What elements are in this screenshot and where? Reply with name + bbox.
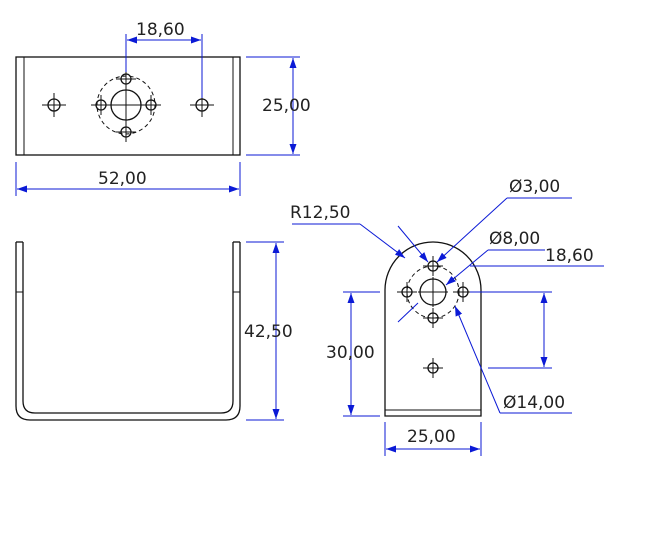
dim-top-height: 25,00: [246, 56, 311, 156]
dim-side-hole-large-label: Ø14,00: [503, 393, 565, 413]
dim-side-hole-small-label: Ø3,00: [509, 177, 560, 197]
side-view-small-holes: [397, 256, 473, 378]
dim-side-hole-large: Ø14,00: [454, 305, 572, 414]
dim-top-width-label: 52,00: [98, 169, 147, 189]
dim-top-width: 52,00: [15, 162, 241, 196]
dim-top-hole-spacing: 18,60: [125, 20, 203, 98]
dim-side-hole-height: 30,00: [326, 291, 380, 417]
dim-side-radius-label: R12,50: [290, 203, 350, 223]
dim-side-hole-mid: Ø8,00: [397, 229, 545, 323]
dim-side-hole-height-label: 30,00: [326, 343, 375, 363]
dim-front-height-label: 42,50: [244, 322, 293, 342]
dim-side-hole-mid-label: Ø8,00: [489, 229, 540, 249]
dim-side-radius: R12,50: [290, 203, 406, 259]
top-view-outline: [15, 56, 241, 156]
side-view: R12,50 Ø3,00 Ø8,00 18,60: [290, 177, 604, 456]
top-view: 18,60 25,00 52,00: [15, 20, 311, 196]
side-view-outline: [384, 241, 482, 417]
dim-front-height: 42,50: [244, 241, 293, 421]
front-view: 42,50: [15, 241, 293, 421]
dim-side-width-label: 25,00: [407, 427, 456, 447]
front-view-outer-profile: [15, 242, 241, 421]
dim-side-hole-spacing: 18,60: [470, 246, 604, 369]
dim-top-height-label: 25,00: [262, 96, 311, 116]
dim-side-hole-spacing-label: 18,60: [545, 246, 594, 266]
front-view-inner-profile: [22, 242, 234, 414]
dim-side-width: 25,00: [384, 422, 482, 456]
dim-side-hole-small: Ø3,00: [397, 177, 572, 263]
dim-top-hole-spacing-label: 18,60: [136, 20, 185, 40]
